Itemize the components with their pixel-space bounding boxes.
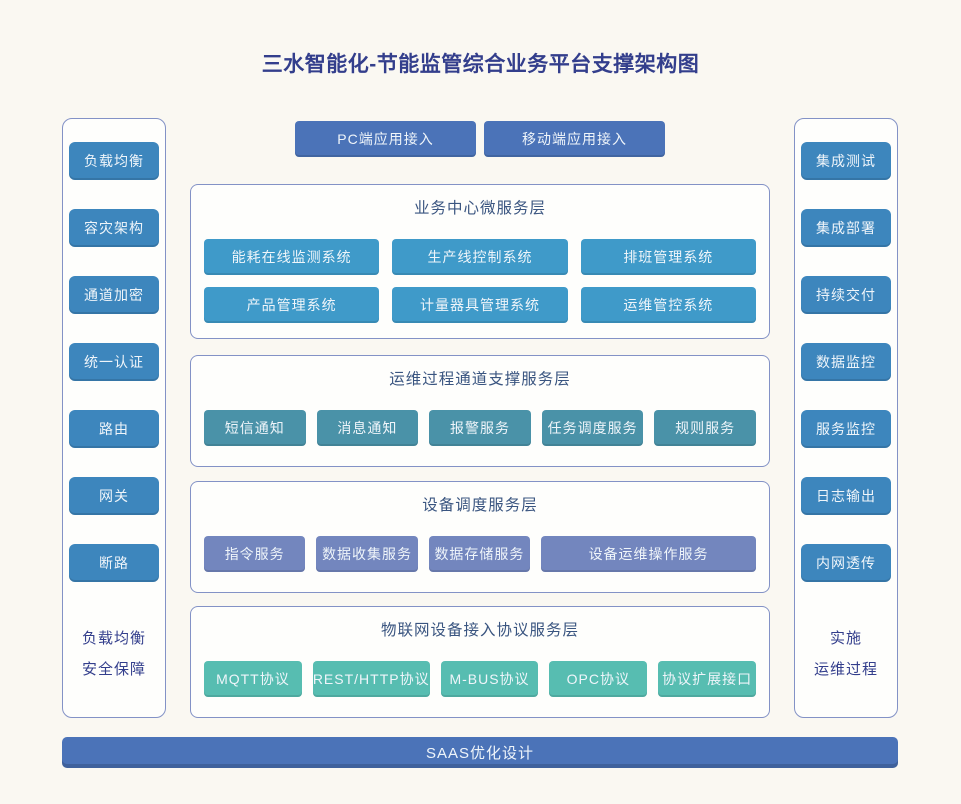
layer-row: 产品管理系统 计量器具管理系统 运维管控系统 (204, 287, 756, 323)
sidebar-item-integration-deployment: 集成部署 (801, 209, 891, 247)
pc-app-access-block: PC端应用接入 (295, 121, 476, 157)
sidebar-item-gateway: 网关 (69, 477, 159, 515)
block-message-notification: 消息通知 (316, 410, 419, 447)
left-sidebar-caption: 负载均衡 安全保障 (82, 623, 146, 685)
block-command-service: 指令服务 (204, 536, 306, 573)
block-metering-instrument-management: 计量器具管理系统 (392, 287, 568, 323)
sidebar-item-intranet-passthrough: 内网透传 (801, 544, 891, 582)
sidebar-item-service-monitoring: 服务监控 (801, 410, 891, 448)
saas-design-bar: SAAS优化设计 (62, 737, 898, 768)
left-sidebar-panel: 负载均衡 容灾架构 通道加密 统一认证 路由 网关 断路 负载均衡 安全保障 (62, 118, 166, 718)
layer-business-microservices: 业务中心微服务层 能耗在线监测系统 生产线控制系统 排班管理系统 产品管理系统 … (190, 184, 770, 340)
block-protocol-extension-interface: 协议扩展接口 (658, 661, 757, 698)
center-column: PC端应用接入 移动端应用接入 业务中心微服务层 能耗在线监测系统 生产线控制系… (190, 118, 770, 718)
right-caption-line-1: 实施 (829, 630, 862, 647)
block-rest-http-protocol: REST/HTTP协议 (312, 661, 430, 698)
layer-row: 能耗在线监测系统 生产线控制系统 排班管理系统 (204, 239, 756, 275)
left-caption-line-2: 安全保障 (81, 661, 146, 678)
sidebar-item-unified-auth: 统一认证 (69, 343, 159, 381)
sidebar-item-routing: 路由 (69, 410, 159, 448)
left-caption-line-1: 负载均衡 (81, 630, 146, 647)
layer-row: MQTT协议 REST/HTTP协议 M-BUS协议 OPC协议 协议扩展接口 (204, 661, 757, 698)
layer-row: 短信通知 消息通知 报警服务 任务调度服务 规则服务 (204, 410, 756, 447)
block-om-control-system: 运维管控系统 (580, 287, 756, 323)
sidebar-item-log-output: 日志输出 (801, 477, 891, 515)
block-production-line-control: 生产线控制系统 (392, 239, 568, 275)
layer-om-channel-support-title: 运维过程通道支撑服务层 (389, 371, 571, 389)
sidebar-item-integration-testing: 集成测试 (801, 142, 891, 180)
block-product-management: 产品管理系统 (204, 287, 380, 323)
layer-business-microservices-title: 业务中心微服务层 (413, 200, 546, 217)
sidebar-item-continuous-delivery: 持续交付 (801, 276, 891, 314)
sidebar-item-load-balancing: 负载均衡 (69, 142, 159, 180)
right-sidebar-caption: 实施 运维过程 (814, 623, 878, 685)
sidebar-item-circuit-breaker: 断路 (69, 544, 159, 582)
right-sidebar-panel: 集成测试 集成部署 持续交付 数据监控 服务监控 日志输出 内网透传 实施 运维… (794, 118, 898, 718)
right-caption-line-2: 运维过程 (813, 661, 878, 678)
app-access-row: PC端应用接入 移动端应用接入 (190, 121, 770, 157)
block-energy-online-monitoring: 能耗在线监测系统 (204, 239, 380, 275)
layer-row: 指令服务 数据收集服务 数据存储服务 设备运维操作服务 (204, 536, 757, 573)
layer-om-channel-support: 运维过程通道支撑服务层 短信通知 消息通知 报警服务 任务调度服务 规则服务 (190, 355, 770, 468)
main-area: 负载均衡 容灾架构 通道加密 统一认证 路由 网关 断路 负载均衡 安全保障 P… (62, 118, 898, 718)
block-mqtt-protocol: MQTT协议 (204, 661, 302, 698)
block-alarm-service: 报警服务 (429, 410, 531, 447)
sidebar-item-disaster-recovery: 容灾架构 (69, 209, 159, 247)
layer-device-scheduling-title: 设备调度服务层 (422, 497, 538, 515)
block-sms-notification: 短信通知 (204, 410, 306, 447)
layer-iot-protocol: 物联网设备接入协议服务层 MQTT协议 REST/HTTP协议 M-BUS协议 … (190, 606, 770, 718)
block-rule-service: 规则服务 (654, 410, 756, 447)
sidebar-item-data-monitoring: 数据监控 (801, 343, 891, 381)
block-data-collection-service: 数据收集服务 (316, 536, 418, 573)
page-title: 三水智能化-节能监管综合业务平台支撑架构图 (261, 53, 700, 76)
block-opc-protocol: OPC协议 (549, 661, 648, 698)
block-data-storage-service: 数据存储服务 (428, 536, 531, 573)
block-mbus-protocol: M-BUS协议 (440, 661, 539, 698)
block-task-scheduling-service: 任务调度服务 (541, 410, 644, 447)
mobile-app-access-block: 移动端应用接入 (484, 121, 665, 157)
layer-device-scheduling: 设备调度服务层 指令服务 数据收集服务 数据存储服务 设备运维操作服务 (190, 481, 770, 594)
layer-iot-protocol-title: 物联网设备接入协议服务层 (380, 622, 579, 640)
sidebar-item-channel-encryption: 通道加密 (69, 276, 159, 314)
block-device-om-operation-service: 设备运维操作服务 (541, 536, 757, 573)
block-shift-management: 排班管理系统 (580, 239, 756, 275)
